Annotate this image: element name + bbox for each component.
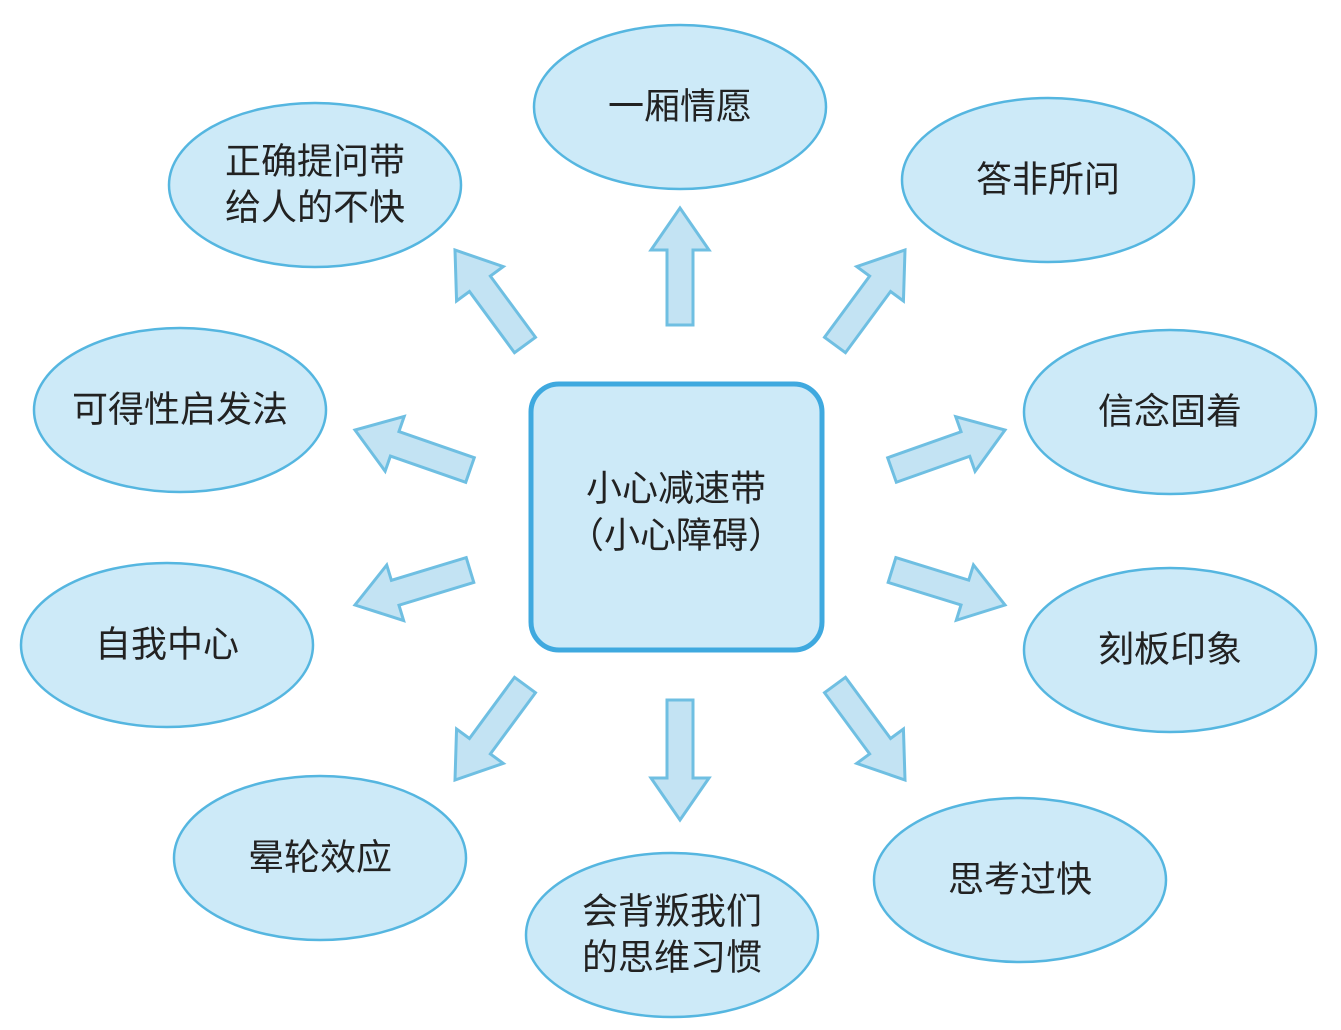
node-label: 晕轮效应 [248,838,392,879]
node-label: 答非所问 [976,160,1120,201]
node-ellipse [532,23,828,191]
node-ellipse [172,774,468,942]
arrow-to-yixiangqingyuan [648,205,712,327]
arrow-to-dafeisuowen [822,247,907,355]
arrow-to-kedexing-qifafa [352,414,477,485]
node-ziwozhongxin: 自我中心 [19,561,315,729]
node-label: 的思维习惯 [582,938,762,979]
node-label: 一厢情愿 [608,87,752,128]
node-dafeisuowen: 答非所问 [900,96,1196,264]
node-kedexing-qifafa: 可得性启发法 [32,326,328,494]
node-ellipse [32,326,328,494]
arrow-to-ziwozhongxin [352,555,476,623]
node-label: 思考过快 [948,860,1092,901]
arrow-to-yunlunxiaoying [453,675,538,783]
node-kebanyinxiang: 刻板印象 [1022,566,1318,734]
arrow-to-kebanyinxiang [886,555,1008,623]
node-label: 信念固着 [1098,392,1242,433]
node-label: 自我中心 [95,625,239,666]
arrow-to-zhengque-tiwen [453,247,538,355]
center-subtitle: （小心障碍） [568,516,784,557]
arrow-to-sikaoguokuai [822,675,907,783]
node-ellipse [872,796,1168,964]
node-label: 可得性启发法 [72,390,288,431]
center-title: 小心减速带 [586,469,766,510]
node-ellipse [19,561,315,729]
node-yunlunxiaoying: 晕轮效应 [172,774,468,942]
node-ellipse [900,96,1196,264]
node-ellipse [524,851,820,1019]
arrow-to-xinniangu [885,414,1008,485]
node-ellipse [1022,566,1318,734]
node-label: 会背叛我们 [582,892,762,933]
node-sikaoguokuai: 思考过快 [872,796,1168,964]
node-label: 刻板印象 [1098,630,1242,671]
node-xinniangu: 信念固着 [1022,328,1318,496]
node-ellipse [1022,328,1318,496]
node-label: 正确提问带 [225,142,405,183]
center-box [528,381,825,653]
node-yixiangqingyuan: 一厢情愿 [532,23,828,191]
arrow-to-beipan-siwei-xiguan [648,698,712,823]
node-ellipse [167,101,463,269]
node-label: 给人的不快 [225,188,405,229]
